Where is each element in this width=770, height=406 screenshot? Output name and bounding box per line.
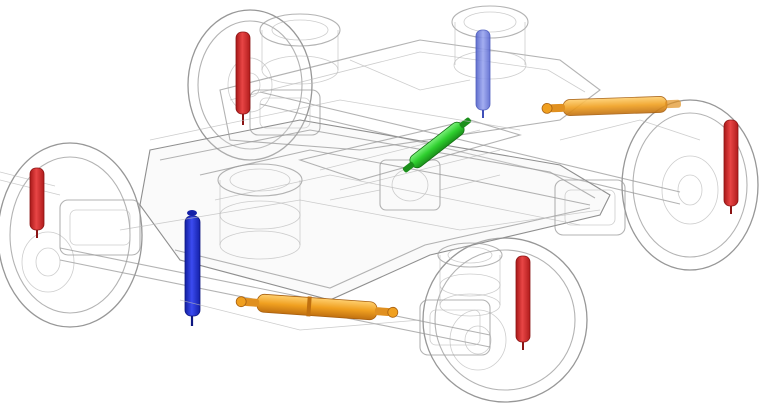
axle-box-rear-left xyxy=(249,89,321,136)
axle-box-front-right xyxy=(419,299,491,356)
red-damper-left xyxy=(29,167,45,238)
axle-rear xyxy=(259,91,681,205)
spring-front-left xyxy=(217,163,303,260)
blue-damper-rear xyxy=(475,29,491,118)
green-damper-center xyxy=(402,117,472,173)
wireframe-overlay xyxy=(119,59,701,331)
bogie-frame xyxy=(139,39,611,301)
spring-rear-left xyxy=(259,13,341,85)
wheel-front-right xyxy=(422,237,588,403)
red-damper-right xyxy=(723,119,739,214)
wheel-rear-right xyxy=(621,99,759,271)
blue-damper-front xyxy=(184,210,201,326)
axle-box-front-left xyxy=(0,171,141,256)
orange-damper-front xyxy=(235,293,399,321)
spring-front-right xyxy=(437,242,503,317)
axle-box-rear-right xyxy=(554,179,626,236)
wheel-front-left xyxy=(0,142,143,328)
red-damper-top-left xyxy=(235,31,251,125)
orange-damper-rear xyxy=(541,96,681,116)
red-damper-bottom-right xyxy=(515,255,531,350)
